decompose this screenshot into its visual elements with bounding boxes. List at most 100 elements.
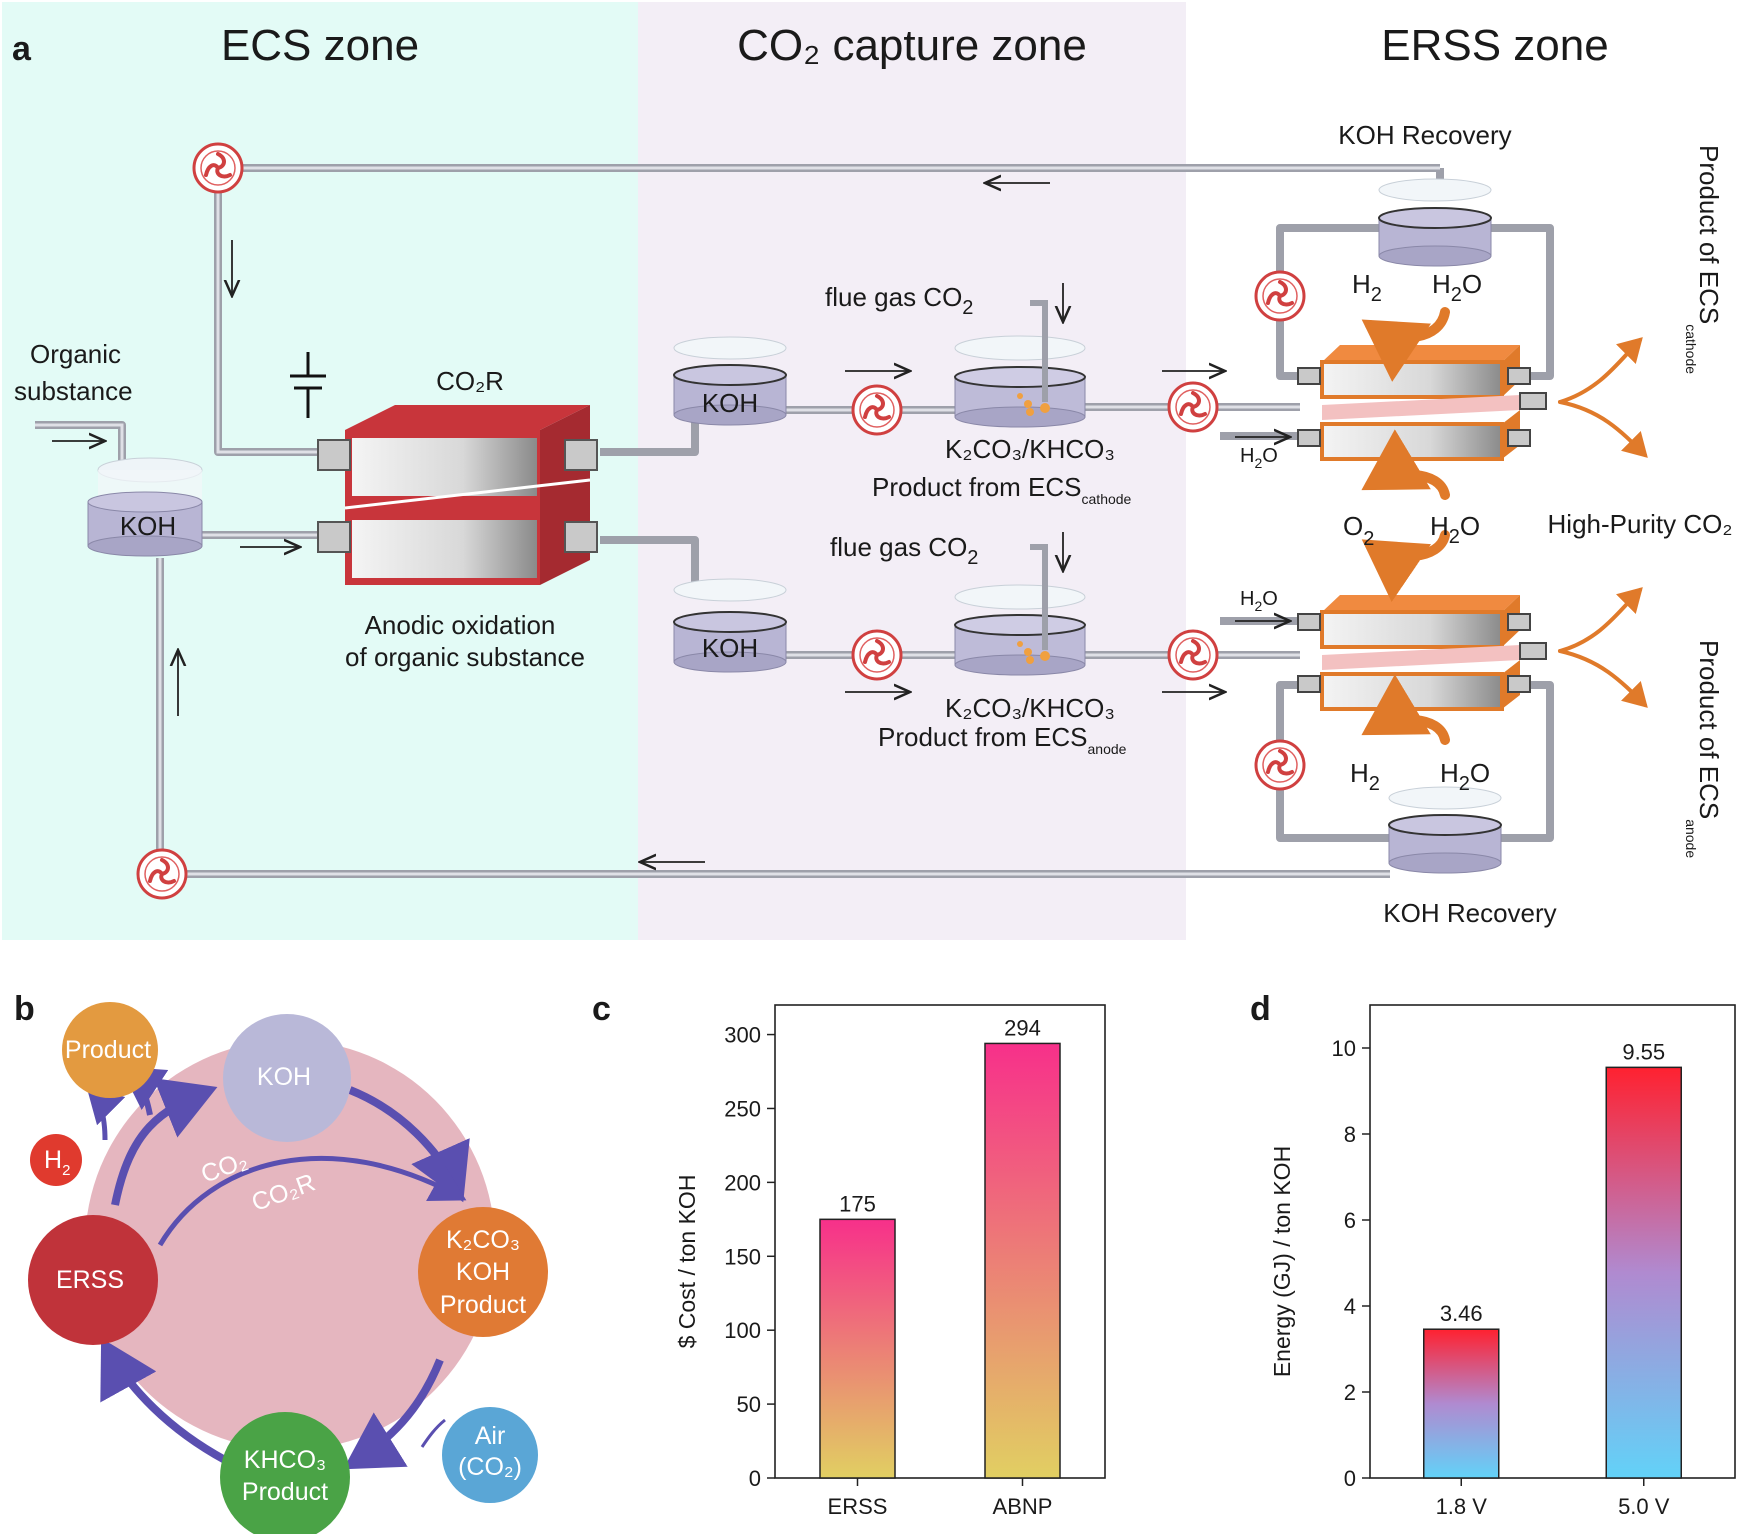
product-node bbox=[62, 1002, 158, 1098]
y-tick-label: 0 bbox=[1344, 1466, 1356, 1491]
pump-icon bbox=[1254, 739, 1306, 791]
carbonate-tank-bottom bbox=[954, 544, 1086, 676]
koh-tank-left bbox=[87, 457, 203, 557]
khco3-node-label-2: Product bbox=[242, 1478, 328, 1506]
y-tick-label: 8 bbox=[1344, 1122, 1356, 1147]
y-tick-label: 300 bbox=[724, 1023, 761, 1048]
panel-letter-c: c bbox=[592, 990, 611, 1028]
x-tick-label: ERSS bbox=[828, 1494, 888, 1519]
koh-recovery-top-label: KOH Recovery bbox=[1338, 120, 1511, 150]
h2o-inlet-bottom-label: H2O bbox=[1240, 588, 1278, 614]
bar bbox=[1605, 1066, 1682, 1479]
y-tick-label: 150 bbox=[724, 1244, 761, 1269]
pump-icon bbox=[1167, 629, 1219, 681]
koh-recovery-bottom-label: KOH Recovery bbox=[1383, 898, 1556, 928]
koh-recovery-tank-bottom bbox=[1388, 786, 1502, 874]
plot-frame bbox=[774, 1004, 1106, 1479]
flow-arrows bbox=[52, 183, 1290, 862]
y-tick-label: 0 bbox=[749, 1466, 761, 1491]
h2-node-label: H2 bbox=[44, 1146, 70, 1179]
k2co3-node-label-1: K₂CO₃ bbox=[446, 1226, 520, 1254]
y-tick-label: 50 bbox=[737, 1392, 761, 1417]
h2o-bottom-label: H2O bbox=[1440, 758, 1490, 795]
product-node-label: Product bbox=[65, 1036, 151, 1064]
x-tick-label: 5.0 V bbox=[1618, 1494, 1670, 1519]
bar bbox=[819, 1218, 896, 1479]
panel-letter-b: b bbox=[14, 990, 35, 1028]
pump-icon bbox=[851, 384, 903, 436]
product-of-ecs-anode-label: Product of ECSanode bbox=[1683, 640, 1724, 858]
anodic-label-2: of organic substance bbox=[345, 642, 585, 672]
organic-label-2: substance bbox=[14, 376, 133, 406]
plot-frame bbox=[1369, 1004, 1736, 1479]
flue-gas-bottom-label: flue gas CO2 bbox=[830, 532, 978, 569]
koh-recovery-tank-top bbox=[1378, 178, 1492, 267]
bar bbox=[1423, 1328, 1500, 1479]
k2co3-bottom-label: K₂CO₃/KHCO₃ bbox=[945, 693, 1115, 723]
co2r-label: CO₂R bbox=[436, 366, 504, 396]
h2o-top-label: H2O bbox=[1432, 269, 1482, 306]
pump-icon bbox=[136, 848, 188, 900]
h2o-inlet-top-label: H2O bbox=[1240, 445, 1278, 471]
air-node-label-1: Air bbox=[475, 1422, 506, 1450]
o2-label: O2 bbox=[1343, 511, 1374, 550]
koh-left-label: KOH bbox=[120, 511, 176, 541]
bar-value-label: 175 bbox=[839, 1191, 876, 1216]
bar bbox=[984, 1042, 1061, 1479]
panel-a: a ECS zone CO₂ capture zone ERSS zone bbox=[2, 2, 1732, 940]
y-tick-label: 10 bbox=[1332, 1036, 1356, 1061]
bar-value-label: 3.46 bbox=[1440, 1301, 1483, 1326]
y-tick-label: 6 bbox=[1344, 1208, 1356, 1233]
panel-letter-a: a bbox=[12, 30, 32, 68]
y-tick-label: 250 bbox=[724, 1096, 761, 1121]
khco3-node-label-1: KHCO₃ bbox=[244, 1446, 326, 1474]
y-tick-label: 4 bbox=[1344, 1294, 1356, 1319]
erss-cell-top bbox=[1297, 345, 1547, 461]
koh-node-label: KOH bbox=[257, 1063, 311, 1091]
h2-node bbox=[30, 1134, 82, 1186]
k2co3-top-label: K₂CO₃/KHCO₃ bbox=[945, 434, 1115, 464]
capture-zone-title: CO₂ capture zone bbox=[737, 21, 1087, 70]
h2o-mid-label: H2O bbox=[1430, 511, 1480, 548]
air-node-label-2: (CO₂) bbox=[458, 1453, 522, 1481]
product-ecs-anode-label: Product from ECSanode bbox=[878, 722, 1127, 757]
h2-bottom-label: H2 bbox=[1350, 758, 1380, 795]
y-tick-label: 2 bbox=[1344, 1380, 1356, 1405]
y-axis-label: $ Cost / ton KOH bbox=[674, 1175, 700, 1349]
panel-letter-d: d bbox=[1250, 990, 1271, 1028]
koh-top-label: KOH bbox=[702, 388, 758, 418]
air-node bbox=[442, 1407, 538, 1503]
erss-node-label: ERSS bbox=[56, 1266, 124, 1294]
co2r-electrolyzer bbox=[317, 405, 598, 585]
k2co3-node-label-3: Product bbox=[440, 1291, 526, 1319]
bar-value-label: 9.55 bbox=[1622, 1039, 1665, 1064]
flue-gas-top-label: flue gas CO2 bbox=[825, 282, 973, 319]
erss-node bbox=[28, 1215, 158, 1345]
h2-top-label: H2 bbox=[1352, 269, 1382, 306]
product-ecs-cathode-label: Product from ECScathode bbox=[872, 472, 1132, 507]
product-of-ecs-cathode-label: Product of ECScathode bbox=[1683, 145, 1724, 374]
y-tick-label: 200 bbox=[724, 1170, 761, 1195]
k2co3-node bbox=[418, 1207, 548, 1337]
erss-cell-bottom bbox=[1297, 595, 1547, 711]
y-tick-label: 100 bbox=[724, 1318, 761, 1343]
battery-symbol bbox=[290, 352, 326, 418]
pump-icon bbox=[851, 629, 903, 681]
pump-icon bbox=[1167, 381, 1219, 433]
orange-arrows bbox=[1361, 307, 1648, 745]
anodic-label-1: Anodic oxidation bbox=[365, 610, 556, 640]
capture-zone-bg bbox=[638, 2, 1186, 940]
khco3-node bbox=[220, 1412, 350, 1534]
erss-zone-title: ERSS zone bbox=[1381, 21, 1608, 70]
koh-tank-bottom bbox=[673, 578, 787, 673]
high-purity-co2-label: High-Purity CO₂ bbox=[1548, 509, 1733, 539]
pump-icon bbox=[192, 142, 244, 194]
x-tick-label: ABNP bbox=[993, 1494, 1053, 1519]
bar-value-label: 294 bbox=[1004, 1015, 1041, 1040]
ecs-zone-title: ECS zone bbox=[221, 21, 419, 70]
x-tick-label: 1.8 V bbox=[1436, 1494, 1488, 1519]
carbonate-tank-top bbox=[954, 300, 1086, 428]
